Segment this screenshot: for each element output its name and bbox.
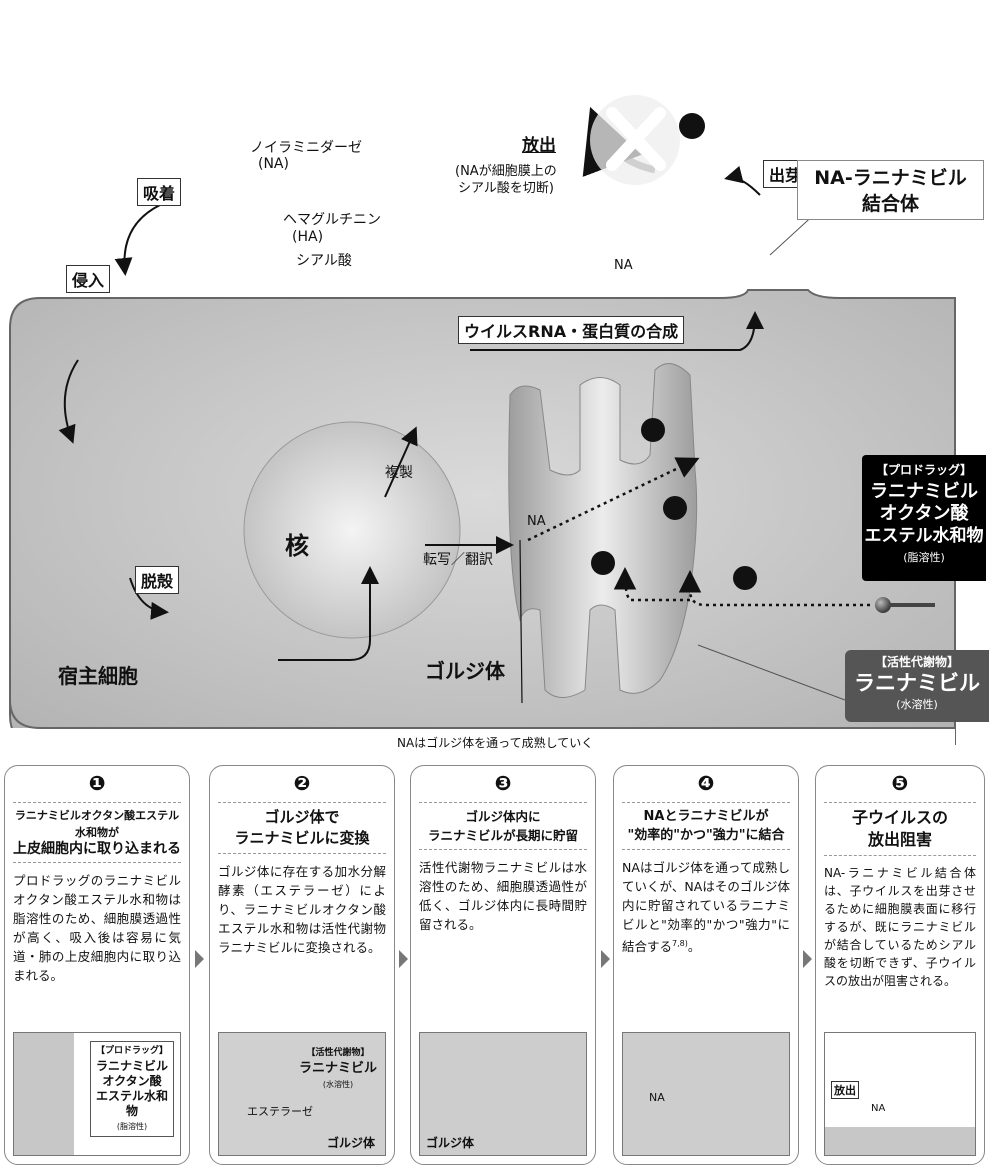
release-block-x-icon xyxy=(590,95,680,185)
panel-2-tag: 【活性代謝物】 xyxy=(306,1048,370,1058)
panel-2-title-line1: ゴルジ体で xyxy=(264,808,340,826)
label-release: 放出 xyxy=(522,136,556,156)
panel-5-title-line1: 子ウイルスの xyxy=(851,808,948,827)
active-metabolite-box: 【活性代謝物】 ラニナミビル (水溶性) xyxy=(845,650,989,722)
panel-5-release: 放出 xyxy=(831,1081,859,1099)
label-adsorption: 吸着 xyxy=(137,178,182,206)
panel-2-title: ゴルジ体で ラニナミビルに変換 xyxy=(218,802,386,854)
panel-5-body: NA-ラニナミビル結合体は、子ウイルスを出芽させるために細胞膜表面に移行するが、… xyxy=(824,866,976,988)
label-na-matures: NAはゴルジ体を通って成熟していく xyxy=(397,736,594,750)
label-prodrug-1: ラニナミビル xyxy=(870,481,978,502)
panel-3-golgi: ゴルジ体 xyxy=(426,1136,475,1150)
panel-2-number: ❷ xyxy=(293,771,311,795)
panel-1-illustration: 【プロドラッグ】 ラニナミビル オクタン酸 エステル水和物 (脂溶性) xyxy=(13,1032,181,1156)
panel-4-number: ❹ xyxy=(697,771,715,795)
panel-5-title-line2: 放出阻害 xyxy=(867,830,932,849)
label-active-note: (水溶性) xyxy=(896,698,938,711)
label-prodrug-note: (脂溶性) xyxy=(903,551,945,564)
panel-2-title-line2: ラニナミビルに変換 xyxy=(234,829,370,847)
panel-1-tag: 【プロドラッグ】 xyxy=(95,1046,168,1056)
label-complex-2: 結合体 xyxy=(861,193,919,215)
panel-3-title: ゴルジ体内に ラニナミビルが長期に貯留 xyxy=(419,802,587,850)
step-panel-3: ❸ ゴルジ体内に ラニナミビルが長期に貯留 活性代謝物ラニナミビルは水溶性のため… xyxy=(410,765,596,1165)
panel-3-title-line2: ラニナミビルが長期に貯留 xyxy=(427,828,578,843)
panel-4-body: NAはゴルジ体を通って成熟していくが、NAはそのゴルジ体内に貯留されているラニナ… xyxy=(622,858,790,956)
label-entry: 侵入 xyxy=(66,265,111,293)
panel-3-illustration: ゴルジ体 xyxy=(419,1032,587,1156)
label-release-note-1: (NAが細胞膜上の xyxy=(455,164,557,179)
nucleus-shape xyxy=(243,421,461,639)
label-hemagglutinin: ヘマグルチニン xyxy=(283,212,381,228)
panel-1-prodrug-box: 【プロドラッグ】 ラニナミビル オクタン酸 エステル水和物 (脂溶性) xyxy=(90,1041,174,1137)
label-release-note-2: シアル酸を切断) xyxy=(458,181,554,196)
complex-box: NA-ラニナミビル 結合体 xyxy=(797,160,984,220)
panel-4-title-line1: NAとラニナミビルが xyxy=(643,809,769,824)
panel-1-name-1: ラニナミビル xyxy=(95,1059,168,1073)
panel-1-title-line1: ラニナミビルオクタン酸エステル水和物が xyxy=(14,809,180,839)
panel-4-citation: 7,8) xyxy=(672,939,688,948)
label-active-tag: 【活性代謝物】 xyxy=(874,655,959,669)
panel-2-golgi: ゴルジ体 xyxy=(326,1136,375,1150)
panel-2-enzyme: エステラーゼ xyxy=(247,1105,313,1118)
label-hemagglutinin-abbr: (HA) xyxy=(292,229,324,245)
label-host-cell: 宿主細胞 xyxy=(58,664,138,688)
panel-1-number: ❶ xyxy=(88,771,106,795)
label-uncoating: 脱殻 xyxy=(135,566,180,594)
panel-2-body: ゴルジ体に存在する加水分解酵素（エステラーゼ）により、ラニナミビルオクタン酸エス… xyxy=(218,864,386,955)
panel-arrow-2 xyxy=(399,950,408,968)
label-neuraminidase-abbr: (NA) xyxy=(258,156,289,172)
host-cell-shape xyxy=(9,289,956,745)
label-prodrug-tag: 【プロドラッグ】 xyxy=(875,463,972,477)
panel-3-title-line1: ゴルジ体内に xyxy=(465,809,541,824)
panel-4-body-end: 。 xyxy=(687,939,701,955)
panel-arrow-4 xyxy=(803,950,812,968)
panel-4-body-text: NAはゴルジ体を通って成熟していくが、NAはそのゴルジ体内に貯留されているラニナ… xyxy=(622,860,790,955)
panel-4-illustration: NA xyxy=(622,1032,790,1156)
panel-arrow-3 xyxy=(601,950,610,968)
step-panel-4: ❹ NAとラニナミビルが "効率的"かつ"強力"に結合 NAはゴルジ体を通って成… xyxy=(613,765,799,1165)
panel-1-name-2: オクタン酸 xyxy=(102,1074,162,1088)
panel-1-title: ラニナミビルオクタン酸エステル水和物が 上皮細胞内に取り込まれる xyxy=(13,802,181,863)
panel-1-name-3: エステル水和物 xyxy=(95,1089,168,1118)
panel-5-title: 子ウイルスの 放出阻害 xyxy=(824,802,976,856)
panel-2-illustration: 【活性代謝物】 ラニナミビル (水溶性) エステラーゼ ゴルジ体 xyxy=(218,1032,386,1156)
panel-5-na: NA xyxy=(871,1103,886,1114)
label-sialic-acid: シアル酸 xyxy=(296,253,352,269)
panel-4-title: NAとラニナミビルが "効率的"かつ"強力"に結合 xyxy=(622,802,790,850)
panel-2-note: (水溶性) xyxy=(322,1080,354,1089)
panel-3-body: 活性代謝物ラニナミビルは水溶性のため、細胞膜透過性が低く、ゴルジ体内に長時間貯留… xyxy=(419,860,587,932)
label-golgi: ゴルジ体 xyxy=(425,659,505,683)
panel-4-title-line2: "効率的"かつ"強力"に結合 xyxy=(627,828,785,843)
step-panel-1: ❶ ラニナミビルオクタン酸エステル水和物が 上皮細胞内に取り込まれる プロドラッ… xyxy=(4,765,190,1165)
panel-3-number: ❸ xyxy=(494,771,512,795)
label-nucleus: 核 xyxy=(285,532,309,560)
panel-4-na: NA xyxy=(649,1091,665,1104)
golgi-shape xyxy=(508,363,698,698)
virus-lifecycle-diagram xyxy=(9,95,956,745)
panel-1-note: (脂溶性) xyxy=(116,1122,148,1131)
label-na-surface: NA xyxy=(614,258,633,273)
label-prodrug-3: エステル水和物 xyxy=(864,526,984,546)
panel-5-illustration: 放出 NA xyxy=(824,1032,976,1156)
step-panel-5: ❺ 子ウイルスの 放出阻害 NA-ラニナミビル結合体は、子ウイルスを出芽させるた… xyxy=(815,765,985,1165)
prodrug-molecule-icon xyxy=(875,597,935,613)
label-na-golgi: NA xyxy=(527,514,546,529)
step-5-number: ❺ xyxy=(681,113,701,138)
panel-5-number: ❺ xyxy=(891,771,909,795)
panel-1-body: プロドラッグのラニナミビルオクタン酸エステル水和物は脂溶性のため、細胞膜透過性が… xyxy=(13,873,181,983)
label-complex-1: NA-ラニナミビル xyxy=(814,167,967,189)
panel-1-title-line2: 上皮細胞内に取り込まれる xyxy=(13,841,181,857)
label-active-name: ラニナミビル xyxy=(854,671,980,695)
label-transcription: 転写／翻訳 xyxy=(423,552,493,568)
panel-2-name: ラニナミビル xyxy=(298,1061,377,1076)
panel-2-active-box: 【活性代謝物】 ラニナミビル (水溶性) xyxy=(299,1045,377,1093)
step-panel-2: ❷ ゴルジ体で ラニナミビルに変換 ゴルジ体に存在する加水分解酵素（エステラーゼ… xyxy=(209,765,395,1165)
label-replication: 複製 xyxy=(385,465,413,481)
label-prodrug-2: オクタン酸 xyxy=(879,503,969,524)
prodrug-box: 【プロドラッグ】 ラニナミビル オクタン酸 エステル水和物 (脂溶性) xyxy=(862,455,986,581)
step-badges xyxy=(591,113,757,590)
label-neuraminidase: ノイラミニダーゼ xyxy=(250,140,362,156)
panel-arrow-1 xyxy=(195,950,204,968)
label-synthesis: ウイルスRNA・蛋白質の合成 xyxy=(458,316,685,344)
